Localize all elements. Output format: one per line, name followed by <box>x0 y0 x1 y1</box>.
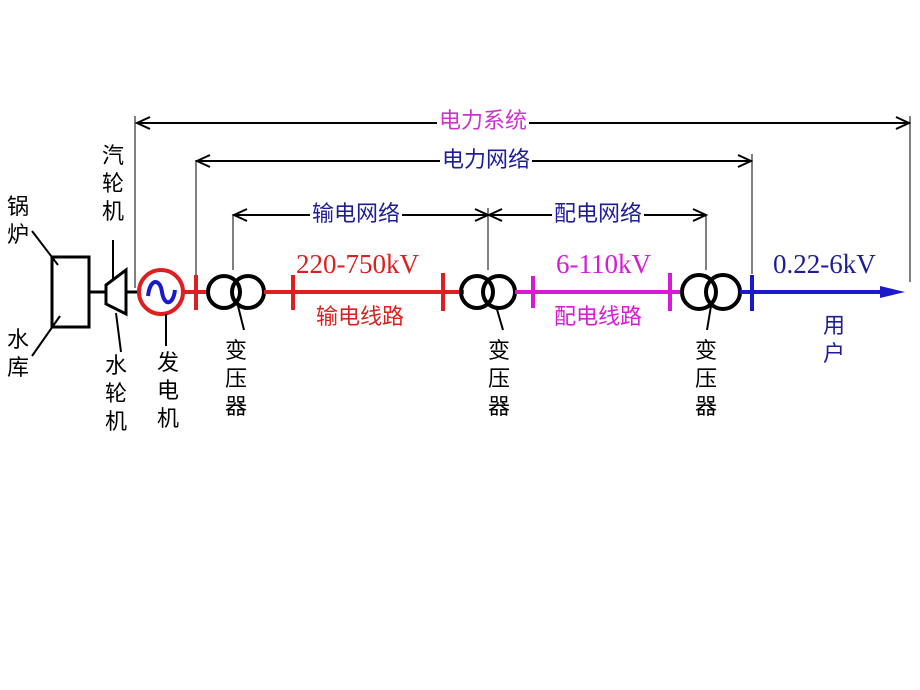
transformer-2-symbol <box>459 274 517 331</box>
user-voltage: 0.22-6kV <box>773 249 876 279</box>
distribution-network-label: 配电网络 <box>552 202 645 227</box>
boiler-label: 锅炉 <box>6 195 29 248</box>
power-system-label: 电力系统 <box>437 109 530 134</box>
transmission-network-label: 输电网络 <box>310 202 403 227</box>
transmission-voltage: 220-750kV <box>296 249 419 279</box>
reservoir-label: 水库 <box>6 328 29 381</box>
transmission-line <box>264 273 464 311</box>
transmission-line-label: 输电线路 <box>316 305 405 330</box>
generator-bus <box>183 275 208 310</box>
power-network-label: 电力网络 <box>440 148 533 173</box>
generator-symbol <box>137 268 185 346</box>
generator-label: 发电机 <box>156 351 179 432</box>
distribution-line-label: 配电线路 <box>554 305 643 330</box>
hydro-turbine-label: 水轮机 <box>104 354 127 435</box>
distribution-voltage: 6-110kV <box>556 249 651 279</box>
transformer-1-symbol <box>206 274 266 331</box>
user-line <box>740 275 905 311</box>
user-label: 用户 <box>822 314 845 367</box>
steam-turbine-label: 汽轮机 <box>101 144 124 225</box>
transformer-3-label: 变压器 <box>694 339 717 420</box>
boiler-reservoir-block <box>31 230 106 357</box>
transformer-2-label: 变压器 <box>487 339 510 420</box>
distribution-line <box>515 273 680 311</box>
transformer-1-label: 变压器 <box>224 339 247 420</box>
transformer-3-symbol <box>680 273 742 331</box>
